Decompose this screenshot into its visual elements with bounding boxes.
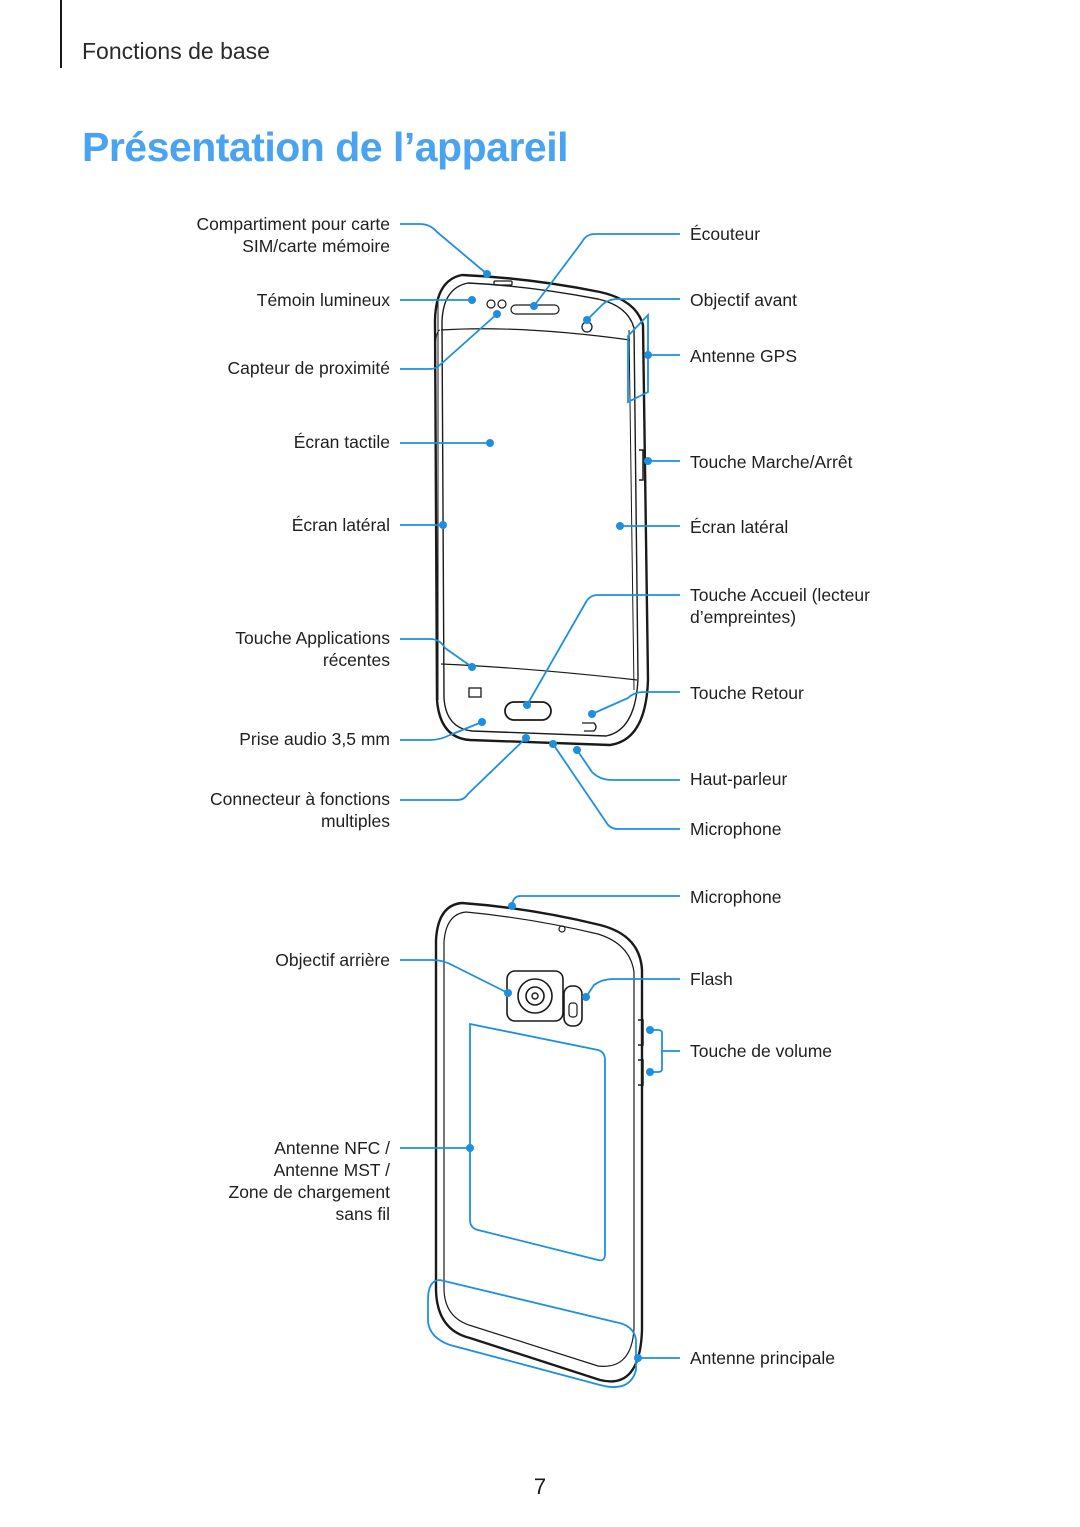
front-phone-illustration (433, 273, 650, 747)
label-microphone-top: Microphone (690, 887, 782, 907)
section-header: Fonctions de base (82, 38, 270, 64)
label-nfc-antenna: Antenne NFC / Antenne MST / Zone de char… (228, 1138, 391, 1224)
label-flash: Flash (690, 969, 733, 989)
label-audio-jack: Prise audio 3,5 mm (239, 729, 390, 749)
page-title: Présentation de l’appareil (82, 124, 569, 170)
label-touchscreen: Écran tactile (293, 432, 390, 452)
label-power-key: Touche Marche/Arrêt (690, 452, 853, 472)
label-gps-antenna: Antenne GPS (690, 346, 798, 366)
label-volume-key: Touche de volume (690, 1041, 833, 1061)
back-phone-illustration (434, 901, 644, 1383)
label-back-key: Touche Retour (690, 683, 804, 703)
label-front-camera: Objectif avant (690, 290, 797, 310)
label-proximity-sensor: Capteur de proximité (227, 358, 390, 378)
label-multipurpose-jack: Connecteur à fonctions multiples (210, 789, 390, 831)
callout-dots (439, 270, 654, 1362)
page-number: 7 (533, 1474, 547, 1499)
label-earpiece: Écouteur (690, 224, 761, 244)
label-edge-screen-right: Écran latéral (690, 517, 789, 537)
label-led: Témoin lumineux (256, 290, 390, 310)
label-edge-screen-left: Écran latéral (291, 515, 390, 535)
label-main-antenna: Antenne principale (690, 1348, 835, 1368)
label-home-key: Touche Accueil (lecteur d’empreintes) (690, 585, 870, 627)
label-sim-tray: Compartiment pour carte SIM/carte mémoir… (196, 214, 390, 256)
label-recent-apps-key: Touche Applications récentes (235, 628, 390, 670)
label-speaker: Haut-parleur (690, 769, 788, 789)
label-rear-camera: Objectif arrière (275, 950, 390, 970)
section-rule (60, 0, 62, 68)
label-microphone-bottom: Microphone (690, 819, 782, 839)
